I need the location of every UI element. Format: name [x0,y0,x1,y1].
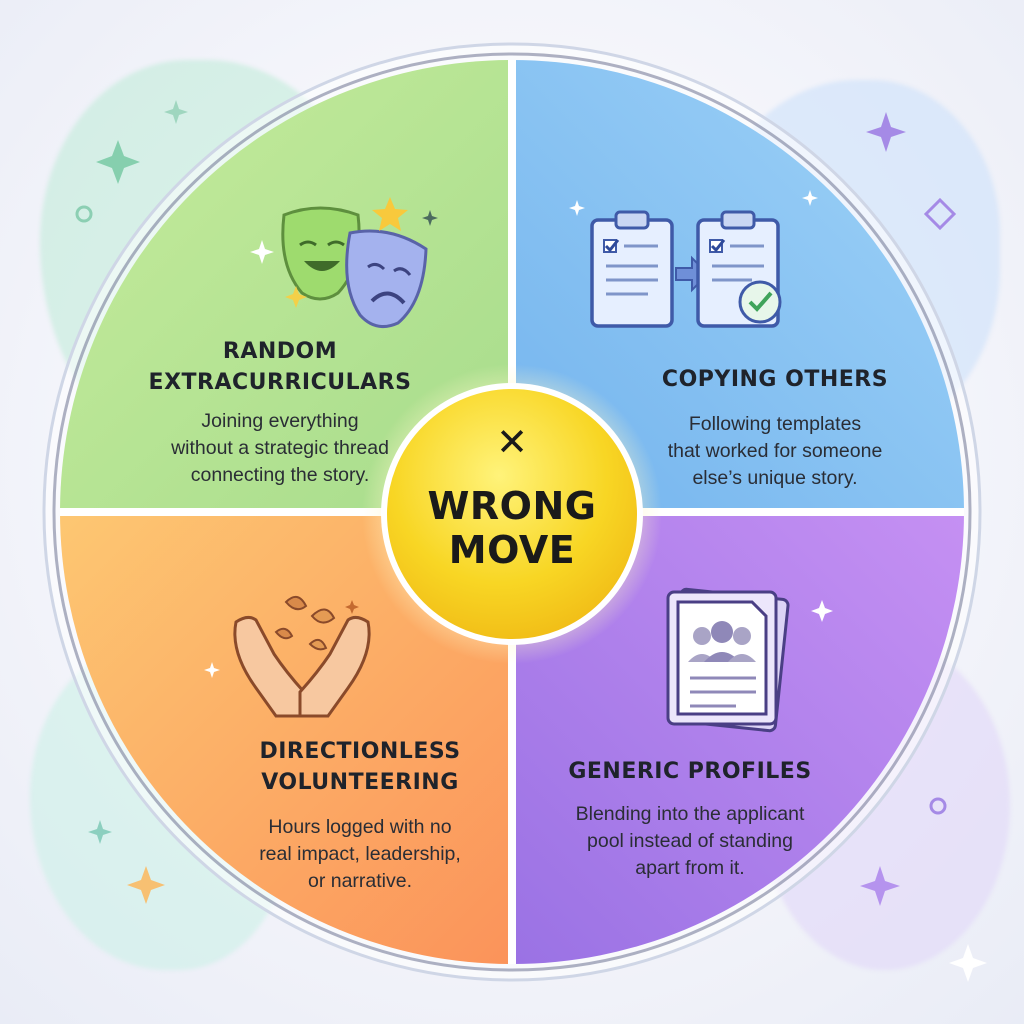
quadrant-title: DIRECTIONLESS VOLUNTEERING [259,739,461,795]
quadrant-description: Hours logged with no real impact, leader… [259,816,461,892]
quadrant-generic-profiles: GENERIC PROFILES Blending into the appli… [510,756,870,882]
quadrant-title: RANDOM EXTRACURRICULARS [148,339,412,395]
quadrant-description: Blending into the applicant pool instead… [575,803,805,879]
sparkle-icon [345,600,359,614]
clipboard-copy-icon [590,210,782,328]
quadrant-green [60,60,512,512]
quadrant-purple [512,512,964,964]
quadrant-description: Joining everything without a strategic t… [171,410,389,486]
theater-masks-icon [281,197,428,329]
sparkle-icon [569,200,585,216]
center-wrong-move: ✕ WRONG MOVE [372,404,652,634]
sparkle-icon [802,190,818,206]
center-badge [381,383,643,645]
quadrant-description: Following templates that worked for some… [667,413,883,489]
open-hands-leaves-icon [233,595,371,718]
quadrant-title: COPYING OTHERS [661,367,889,392]
decorative-sparkles [75,100,987,982]
quadrant-title: GENERIC PROFILES [568,759,812,784]
sparkle-icon [811,600,833,622]
center-title: WRONG MOVE [427,484,597,572]
quadrant-orange [60,512,512,964]
quadrant-copying-others: COPYING OTHERS Following templates that … [600,364,950,492]
close-icon: ✕ [496,420,528,464]
sparkle-icon [250,210,438,308]
quadrant-directionless-volunteering: DIRECTIONLESS VOLUNTEERING Hours logged … [190,736,530,895]
sparkle-icon [204,662,220,678]
profile-documents-icon [666,587,790,733]
quadrant-random-extracurriculars: RANDOM EXTRACURRICULARS Joining everythi… [120,336,440,489]
